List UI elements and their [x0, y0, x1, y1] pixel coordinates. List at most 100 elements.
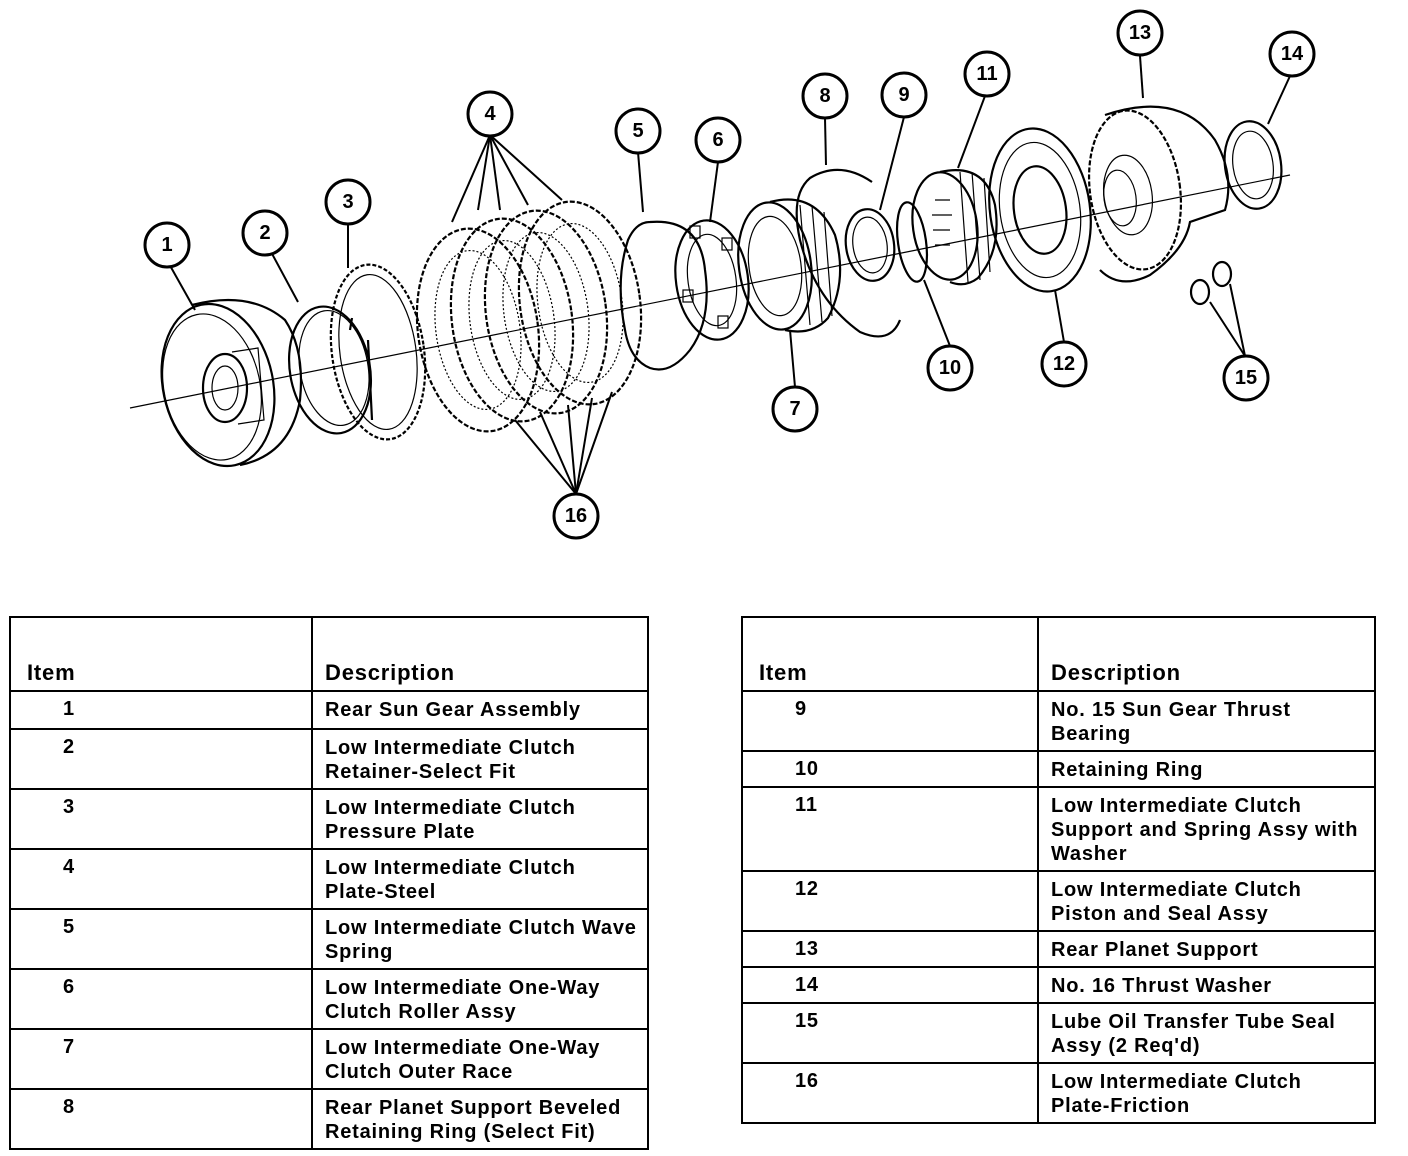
callout-label: 16 [565, 505, 587, 527]
description-cell: Low Intermediate Clutch Plate-Steel [311, 848, 649, 910]
callout-2: 2 [241, 209, 289, 257]
description-cell: Rear Sun Gear Assembly [311, 690, 649, 730]
part-7-outer-race [737, 198, 842, 333]
table-header-row: Item Description [9, 616, 649, 692]
item-cell: 2 [9, 728, 313, 790]
column-header-item: Item [9, 616, 313, 692]
description-cell: Low Intermediate Clutch Wave Spring [311, 908, 649, 970]
part-14-thrust-washer [1223, 120, 1283, 210]
callout-14: 14 [1268, 30, 1316, 78]
callout-label: 14 [1281, 43, 1304, 65]
description-cell: No. 15 Sun Gear Thrust Bearing [1037, 690, 1376, 752]
callout-1: 1 [143, 221, 191, 269]
description-cell: Rear Planet Support [1037, 930, 1376, 968]
part-12-piston-seal [988, 127, 1092, 293]
callout-label: 15 [1235, 367, 1257, 389]
part-5-wave-spring [619, 220, 708, 371]
description-cell: Low Intermediate One-Way Clutch Roller A… [311, 968, 649, 1030]
item-cell: 11 [741, 786, 1039, 872]
item-cell: 9 [741, 690, 1039, 752]
callout-label: 6 [712, 129, 723, 151]
callout-13: 13 [1116, 9, 1164, 57]
callout-label: 4 [484, 103, 496, 125]
part-6-roller-assy [674, 219, 750, 341]
description-cell: No. 16 Thrust Washer [1037, 966, 1376, 1004]
item-cell: 8 [9, 1088, 313, 1150]
callout-label: 10 [939, 357, 961, 379]
part-10-retaining-ring [895, 201, 929, 283]
callout-label: 2 [259, 222, 270, 244]
part-11-support-spring [911, 169, 998, 286]
column-header-description: Description [311, 616, 649, 692]
item-cell: 13 [741, 930, 1039, 968]
callout-11: 11 [963, 50, 1011, 98]
description-cell: Retaining Ring [1037, 750, 1376, 788]
exploded-view-diagram: 1 2 3 4 5 6 7 8 9 10 11 12 13 14 15 16 [129, 9, 1316, 540]
item-cell: 6 [9, 968, 313, 1030]
callout-9: 9 [880, 71, 928, 119]
description-cell: Low Intermediate Clutch Plate-Friction [1037, 1062, 1376, 1124]
callout-label: 8 [819, 85, 830, 107]
part-8-retaining-ring [795, 168, 902, 338]
callout-label: 9 [898, 84, 909, 106]
description-cell: Low Intermediate Clutch Support and Spri… [1037, 786, 1376, 872]
item-cell: 15 [741, 1002, 1039, 1064]
item-cell: 12 [741, 870, 1039, 932]
callout-16: 16 [552, 492, 600, 540]
description-cell: Low Intermediate Clutch Retainer-Select … [311, 728, 649, 790]
part-9-thrust-bearing [844, 208, 896, 282]
item-cell: 14 [741, 966, 1039, 1004]
description-cell: Rear Planet Support Beveled Retaining Ri… [311, 1088, 649, 1150]
part-15-tube-seals [1189, 260, 1233, 306]
item-cell: 10 [741, 750, 1039, 788]
callout-5: 5 [614, 107, 662, 155]
callout-6: 6 [694, 116, 742, 164]
callout-7: 7 [771, 385, 819, 433]
description-cell: Low Intermediate Clutch Pressure Plate [311, 788, 649, 850]
leader-lines [167, 55, 1291, 495]
column-header-description: Description [1037, 616, 1376, 692]
center-axis-line [129, 174, 1291, 409]
part-13-rear-planet-support [1087, 105, 1230, 283]
description-cell: Low Intermediate One-Way Clutch Outer Ra… [311, 1028, 649, 1090]
callout-label: 3 [342, 191, 353, 213]
part-3-pressure-plate [329, 263, 427, 441]
callout-label: 5 [632, 120, 643, 142]
callout-4: 4 [466, 90, 514, 138]
callout-label: 12 [1053, 353, 1075, 375]
callout-label: 1 [161, 234, 172, 256]
item-cell: 3 [9, 788, 313, 850]
description-cell: Lube Oil Transfer Tube Seal Assy (2 Req'… [1037, 1002, 1376, 1064]
part-1-rear-sun-gear [160, 298, 303, 468]
callout-label: 11 [976, 63, 997, 85]
callout-8: 8 [801, 72, 849, 120]
description-cell: Low Intermediate Clutch Piston and Seal … [1037, 870, 1376, 932]
part-4-16-clutch-pack [415, 200, 643, 433]
callout-15: 15 [1222, 354, 1270, 402]
item-cell: 7 [9, 1028, 313, 1090]
callout-label: 13 [1129, 22, 1151, 44]
item-cell: 4 [9, 848, 313, 910]
item-cell: 16 [741, 1062, 1039, 1124]
callout-label: 7 [789, 398, 800, 420]
callout-10: 10 [926, 344, 974, 392]
item-cell: 1 [9, 690, 313, 730]
column-header-item: Item [741, 616, 1039, 692]
